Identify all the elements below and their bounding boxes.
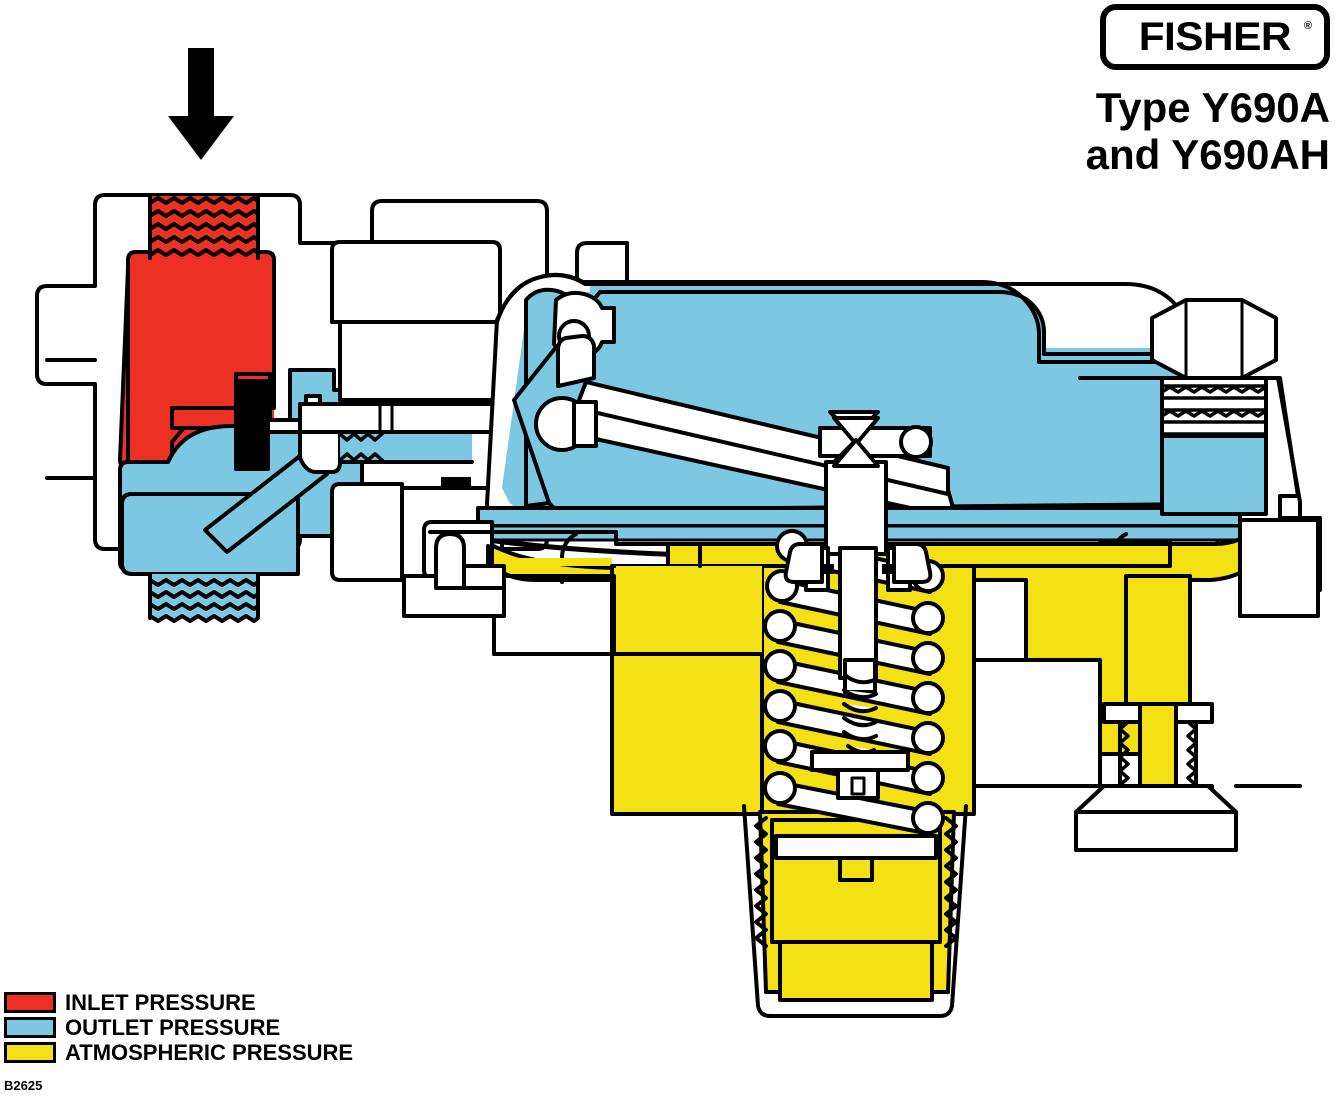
legend-label-atmospheric: ATMOSPHERIC PRESSURE <box>65 1039 354 1065</box>
lever-pivot-neck <box>556 334 596 388</box>
yoke-small-box <box>462 564 506 590</box>
legend-item-outlet: OUTLET PRESSURE <box>4 1015 524 1040</box>
legend-swatch-inlet <box>4 992 56 1013</box>
yellow-neck <box>500 558 612 566</box>
gasket-lower <box>441 477 471 488</box>
yoke-lower-left <box>330 482 404 582</box>
registered-trademark-icon: ® <box>1303 20 1312 32</box>
legend-item-atmospheric: ATMOSPHERIC PRESSURE <box>4 1040 524 1065</box>
travel-indicator-slot <box>850 776 866 796</box>
pusher-stem <box>838 546 878 680</box>
spring-upper-seat-right <box>892 542 933 584</box>
casing-bottom-edge <box>428 530 702 568</box>
housing-threads-left <box>754 816 768 948</box>
vent-screen-base <box>1074 810 1238 852</box>
vent-thread-edges <box>1118 720 1198 788</box>
lever-link-block <box>572 400 598 448</box>
product-title-line-1: Type Y690A <box>1095 84 1330 131</box>
spring-upper-seat-left <box>783 542 824 584</box>
legend-swatch-outlet <box>4 1017 56 1038</box>
housing-threads-right <box>944 816 958 948</box>
vent-downtube <box>1124 574 1192 706</box>
stem-head-vee-lower <box>832 438 880 468</box>
legend-item-inlet: INLET PRESSURE <box>4 990 524 1015</box>
hex-nut <box>1150 298 1278 380</box>
legend-swatch-atmospheric <box>4 1042 56 1063</box>
stem-rod-threads <box>338 432 384 462</box>
vent-bore <box>1138 702 1178 788</box>
yoke-boss <box>434 532 466 590</box>
casing-right-flange <box>1238 518 1320 618</box>
hex-nut-facets <box>1184 298 1244 380</box>
seat-gasket-left <box>820 564 834 574</box>
pressure-legend: INLET PRESSURE OUTLET PRESSURE ATMOSPHER… <box>4 990 524 1065</box>
fisher-logo: FISHER ® <box>1100 4 1330 70</box>
legend-label-inlet: INLET PRESSURE <box>65 989 256 1015</box>
vent-screen-cone <box>1074 784 1238 814</box>
stem-head-vee-upper <box>832 416 880 446</box>
casing-inner-corner <box>972 564 1092 662</box>
vent-threads <box>1118 720 1198 787</box>
adjusting-screw-cap <box>778 940 934 1002</box>
guide-rod-marks <box>378 404 394 432</box>
stem-rod-fill <box>340 432 472 462</box>
diaphragm-head-nut <box>824 460 888 556</box>
yoke-upper <box>330 240 502 324</box>
outlet-neck-edges <box>148 572 260 620</box>
brand-block: FISHER ® Type Y690A and Y690AH <box>1040 4 1330 178</box>
control-spring <box>763 529 945 836</box>
valve-disc <box>234 379 270 471</box>
inlet-neck-edges <box>148 194 260 260</box>
diaphragm-tab-left <box>560 532 578 584</box>
outlet-threads <box>148 578 260 623</box>
inner-spring-seat <box>810 750 910 772</box>
spring-seat-lower <box>774 834 938 860</box>
fisher-logo-text: FISHER <box>1138 15 1292 59</box>
casing-lower-right-box <box>972 658 1102 788</box>
figure-id: B2625 <box>4 1078 43 1093</box>
housing-outer-profile <box>742 804 968 1018</box>
down-arrow-icon <box>168 48 234 160</box>
product-title-line-2: and Y690AH <box>1085 131 1330 179</box>
inlet-threads <box>148 196 260 257</box>
lever-rod-end <box>899 425 933 459</box>
bolt-lower-blue <box>1160 434 1268 516</box>
seat-gasket-right <box>882 564 896 574</box>
yoke-neck <box>338 320 502 402</box>
spring-shelf-fill <box>616 566 762 652</box>
legend-label-outlet: OUTLET PRESSURE <box>65 1014 281 1040</box>
spring-seat-boss <box>838 856 874 882</box>
inner-spring <box>842 674 878 755</box>
